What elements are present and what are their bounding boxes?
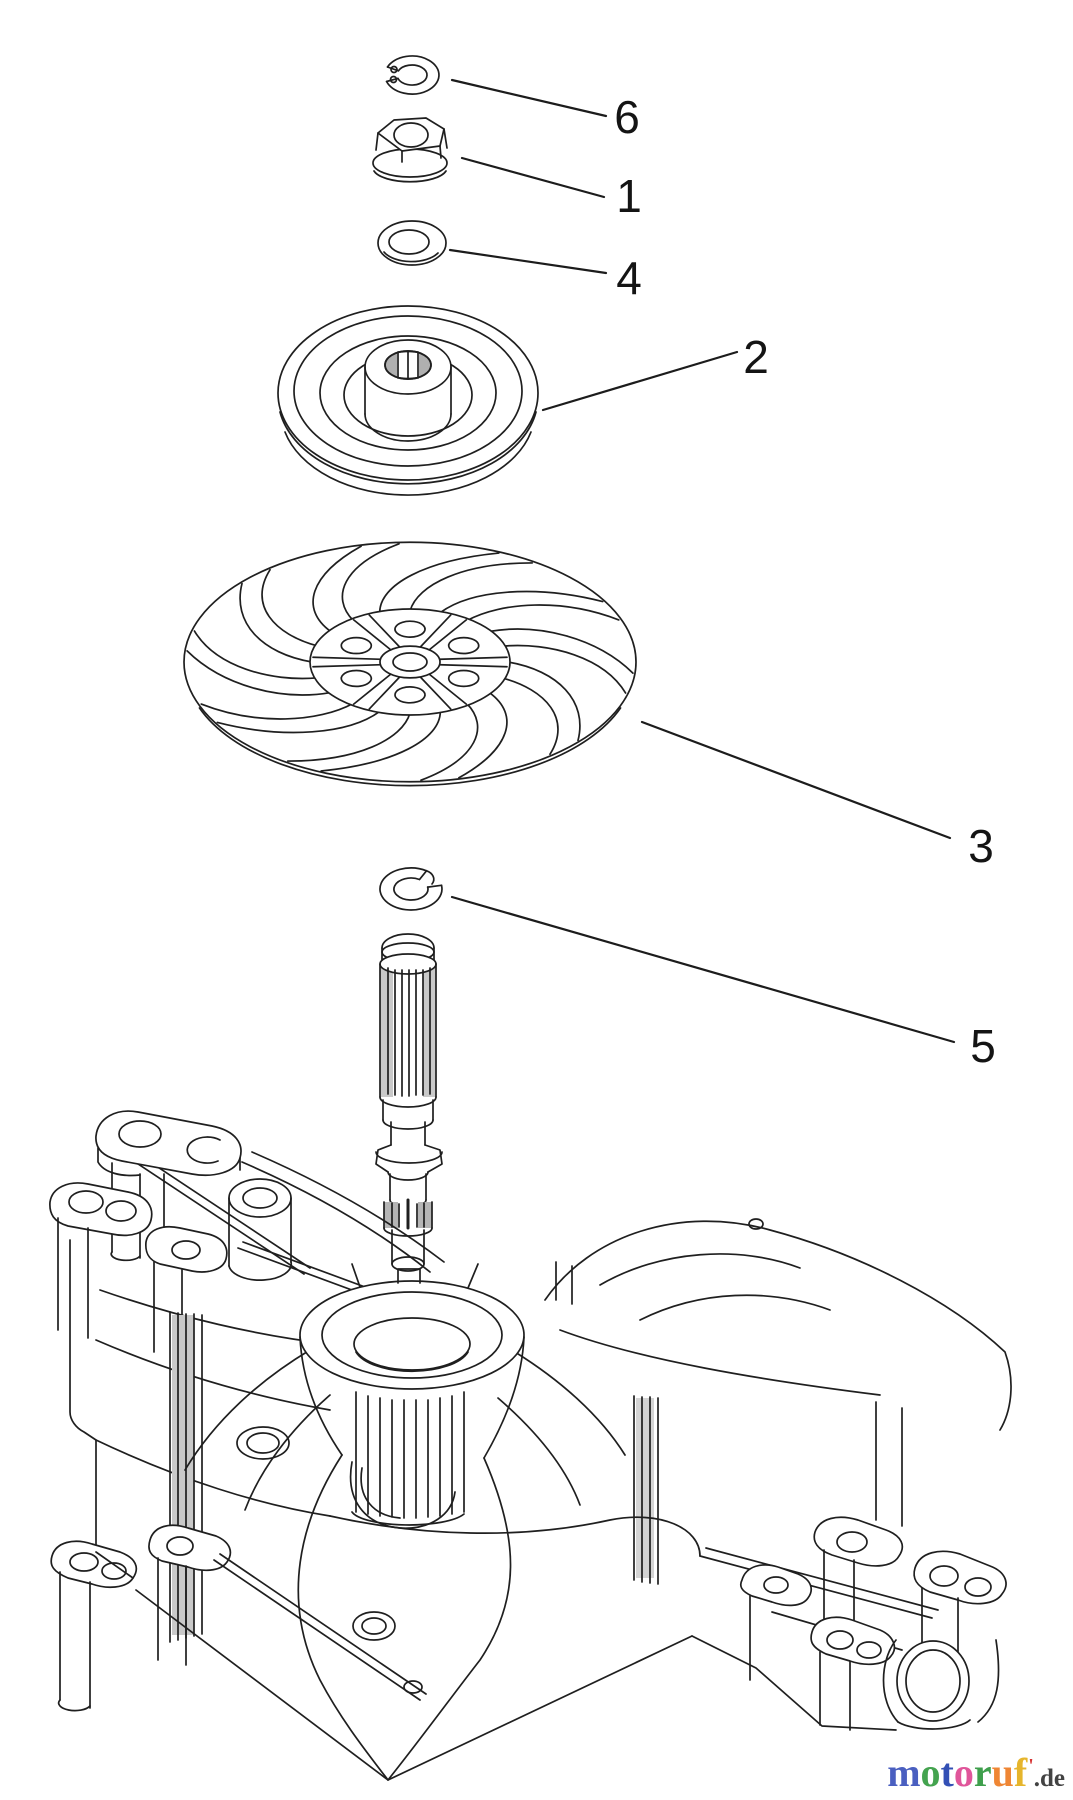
callout-3-label: 3 xyxy=(968,820,994,872)
callout-6-label: 6 xyxy=(614,91,640,143)
snap-ring-illustration xyxy=(380,868,442,910)
leader-line-3 xyxy=(642,722,950,838)
callout-2-label: 2 xyxy=(743,331,769,383)
washer-illustration xyxy=(378,221,446,265)
watermark-letter: t xyxy=(940,1750,954,1795)
watermark-accent: ' xyxy=(1028,1755,1034,1777)
transaxle-housing-illustration xyxy=(50,1111,1011,1780)
retaining-ring-illustration xyxy=(387,56,439,94)
watermark-letter: m xyxy=(887,1750,921,1795)
leader-line-5 xyxy=(452,897,954,1042)
leader-lines xyxy=(450,80,954,1042)
watermark-letter: o xyxy=(953,1750,974,1795)
flange-nut-illustration xyxy=(373,118,447,182)
callout-5-label: 5 xyxy=(970,1020,996,1072)
leader-line-6 xyxy=(452,80,606,116)
leader-line-2 xyxy=(543,352,737,410)
input-shaft-illustration xyxy=(376,934,442,1271)
watermark-letter: r xyxy=(973,1750,992,1795)
callout-4-label: 4 xyxy=(616,252,642,304)
callout-1-label: 1 xyxy=(616,170,642,222)
watermark-letter: f xyxy=(1013,1750,1028,1795)
watermark-letter: o xyxy=(920,1750,941,1795)
leader-line-4 xyxy=(450,250,606,273)
pulley-illustration xyxy=(278,306,538,495)
watermark-suffix: .de xyxy=(1033,1765,1065,1792)
watermark-letter: u xyxy=(991,1750,1014,1795)
watermark-logo: motoruf'.de xyxy=(887,1749,1065,1796)
leader-line-1 xyxy=(462,158,604,197)
fan-illustration xyxy=(169,533,651,791)
